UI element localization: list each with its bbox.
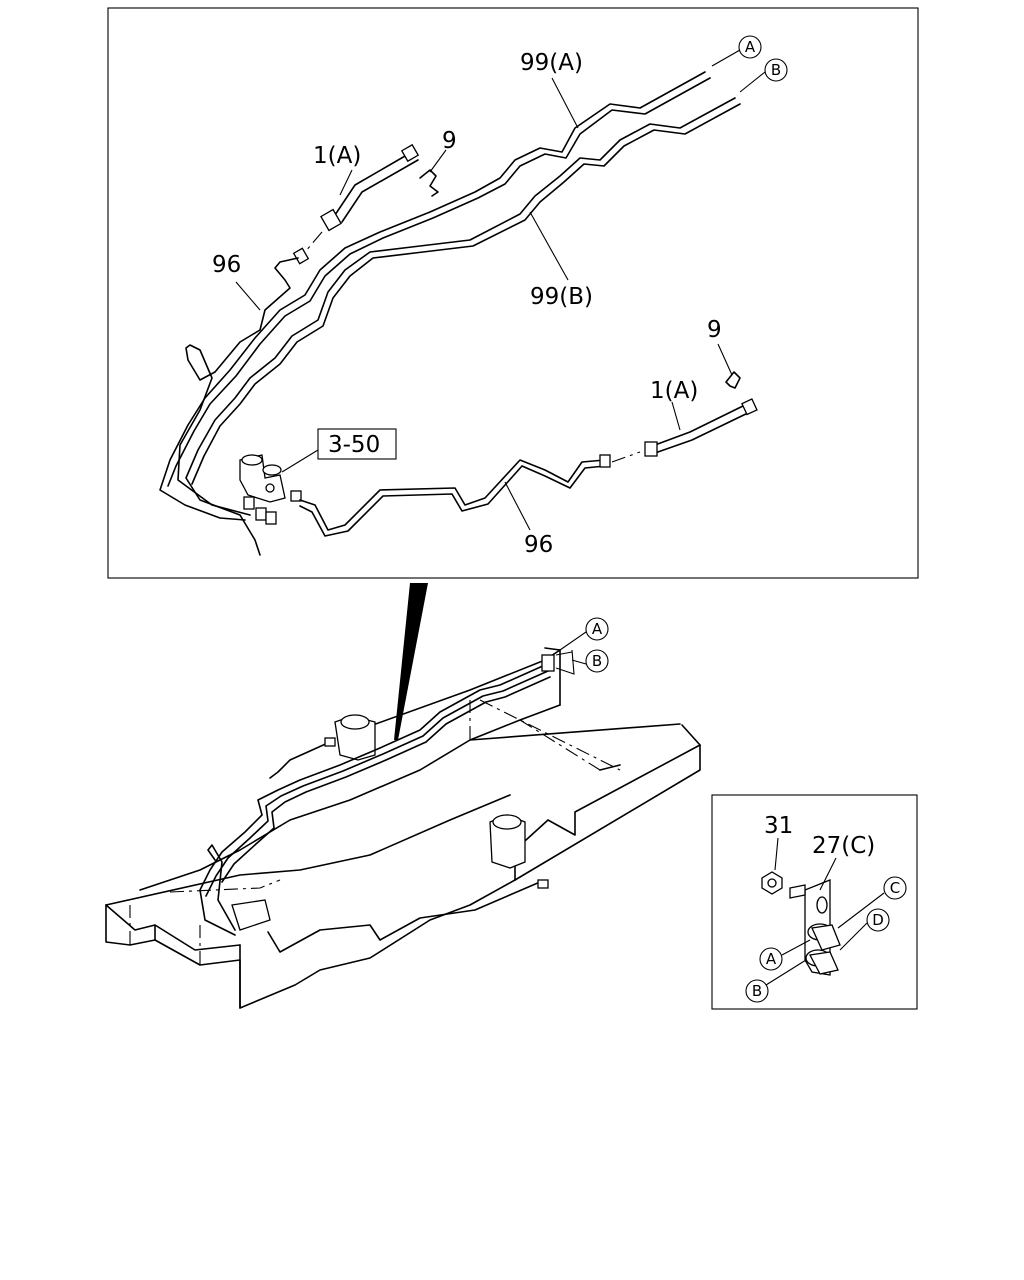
pipe-99a <box>159 71 711 521</box>
leader-1a-right <box>671 401 681 431</box>
circle-b-top: B <box>764 58 788 82</box>
leader-c <box>837 892 885 929</box>
pipe-96-left <box>177 257 299 516</box>
top-detail-frame <box>107 7 919 579</box>
circle-a-bracket: A <box>759 947 783 971</box>
circle-b-chassis: B <box>585 649 609 673</box>
svg-text:A: A <box>592 620 603 638</box>
leader-a-bracket <box>781 939 811 956</box>
callout-pointer <box>394 583 428 740</box>
svg-text:D: D <box>872 911 884 929</box>
junction-block <box>239 454 302 525</box>
leader-31 <box>774 837 779 871</box>
leader-b-top <box>739 71 766 93</box>
svg-text:A: A <box>745 38 756 56</box>
chassis-pipes <box>199 649 575 953</box>
svg-text:B: B <box>771 61 781 79</box>
circle-a-top: A <box>738 35 762 59</box>
bracket-27c <box>789 879 841 976</box>
label-27c: 27(C) <box>812 833 875 859</box>
leader-27c <box>819 857 837 891</box>
circle-b-bracket: B <box>745 979 769 1003</box>
svg-text:B: B <box>592 652 602 670</box>
label-1a-top: 1(A) <box>313 143 361 169</box>
label-96-left: 96 <box>212 252 241 278</box>
leader-9-right <box>717 343 733 376</box>
clip-9-right <box>725 371 741 389</box>
ref-box-label: 3-50 <box>328 432 380 458</box>
nut-31 <box>761 871 783 895</box>
svg-text:A: A <box>766 950 777 968</box>
circle-a-chassis: A <box>585 617 609 641</box>
svg-text:B: B <box>752 982 762 1000</box>
hose-1a-right <box>644 398 758 457</box>
leader-96-bottom <box>504 481 531 531</box>
label-1a-right: 1(A) <box>650 378 698 404</box>
leader-1a-top <box>339 169 353 196</box>
pipe-96-bottom <box>299 451 641 537</box>
hose-1a-top <box>292 143 420 265</box>
svg-text:C: C <box>890 879 900 897</box>
label-96-bottom: 96 <box>524 532 553 558</box>
leader-99b <box>529 211 569 281</box>
leader-9-top <box>429 149 447 173</box>
clip-9-top <box>419 169 439 197</box>
leader-99a <box>551 77 579 129</box>
ref-box <box>317 428 397 460</box>
leader-ab-chassis <box>559 631 587 665</box>
leader-a-top <box>711 49 741 67</box>
label-9-top: 9 <box>442 128 457 154</box>
label-9-right: 9 <box>707 317 722 343</box>
label-99b: 99(B) <box>530 284 593 310</box>
bracket-detail-frame <box>711 794 918 1010</box>
label-99a: 99(A) <box>520 50 583 76</box>
pipe-99b <box>185 97 741 556</box>
leader-b-bracket <box>765 959 807 986</box>
label-31: 31 <box>764 813 793 839</box>
circle-c-bracket: C <box>883 876 907 900</box>
leader-ref <box>281 449 319 473</box>
leader-d <box>839 922 868 951</box>
leader-96-left <box>235 281 261 311</box>
circle-d-bracket: D <box>866 908 890 932</box>
